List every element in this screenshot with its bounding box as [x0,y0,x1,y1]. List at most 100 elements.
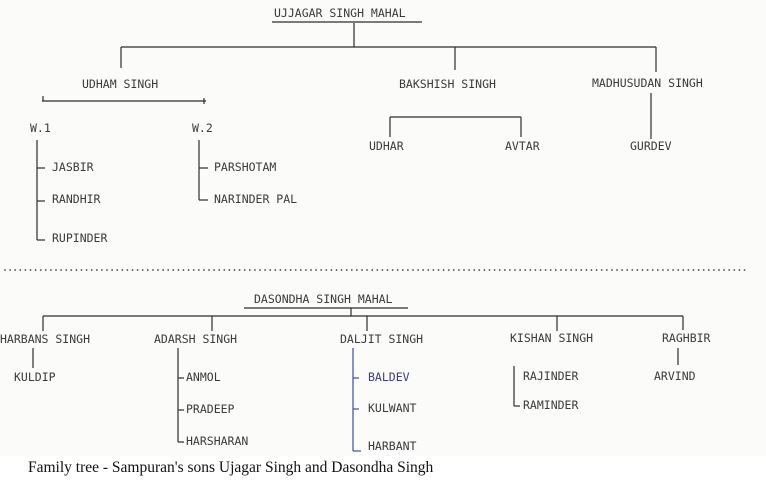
person-udhar: UDHAR [369,139,404,153]
separator-dot [305,269,307,271]
separator-dot [85,269,88,271]
separator-dot [345,269,348,271]
separator-dot [131,269,134,271]
person-harsharan: HARSHARAN [186,434,248,448]
separator-dot [162,269,165,271]
separator-dot [101,269,103,271]
separator-dot [560,269,562,271]
separator-dot [371,269,374,271]
separator-dot [600,269,603,271]
separator-dot [259,269,261,271]
separator-dot [208,269,210,271]
separator-dot [733,269,736,271]
separator-dot [595,269,598,271]
separator-dot [141,269,144,271]
separator-dot [65,269,68,271]
dotted-separator [4,269,746,271]
separator-dot [412,269,414,271]
separator-dot [197,269,200,271]
separator-dot [478,269,481,271]
separator-dot [646,269,649,271]
separator-dot [50,269,52,271]
separator-dot [95,269,98,271]
separator-dot [442,269,445,271]
separator-dot [152,269,154,271]
person-rajinder: RAJINDER [523,369,578,383]
person-bakshish: BAKSHISH SINGH [399,77,496,91]
separator-dot [452,269,455,271]
separator-dot [218,269,221,271]
person-udham: UDHAM SINGH [82,77,158,91]
separator-dot [422,269,425,271]
separator-dot [396,269,399,271]
separator-dot [172,269,175,271]
separator-dot [294,269,297,271]
separator-dot [432,269,435,271]
separator-dot [417,269,419,271]
separator-dot [697,269,700,271]
separator-dot [203,269,205,271]
separator-dot [279,269,282,271]
separator-dot [228,269,231,271]
person-harbant: HARBANT [368,439,417,453]
separator-dot [289,269,292,271]
separator-dot [29,269,32,271]
separator-dot [187,269,190,271]
separator-dot [662,269,664,271]
separator-dot [585,269,588,271]
person-gurdev: GURDEV [630,139,672,153]
separator-dot [182,269,185,271]
person-kuldip: KULDIP [14,370,56,384]
separator-dot [682,269,685,271]
separator-dot [248,269,251,271]
separator-dot [299,269,302,271]
separator-dot [473,269,476,271]
separator-dot [330,269,333,271]
separator-dot [192,269,195,271]
separator-dot [325,269,328,271]
person-arvind: ARVIND [654,369,696,383]
separator-dot [656,269,659,271]
separator-dot [590,269,593,271]
person-raghbir: RAGHBIR [662,331,711,345]
separator-dot [320,269,323,271]
separator-dot [213,269,216,271]
separator-dot [70,269,73,271]
separator-dot [621,269,623,271]
separator-dot [126,269,129,271]
separator-dot [437,269,440,271]
separator-dot [223,269,226,271]
separator-dot [580,269,583,271]
family-tree-diagram: UJJAGAR SINGH MAHAL UDHAM SINGH BAKSHISH… [0,6,746,453]
person-rupinder: RUPINDER [52,231,107,245]
separator-dot [519,269,521,271]
separator-dot [9,269,12,271]
separator-dot [274,269,277,271]
person-avtar: AVTAR [505,139,540,153]
separator-dot [458,269,460,271]
separator-dot [376,269,379,271]
separator-dot [565,269,567,271]
separator-dot [539,269,542,271]
separator-dot [483,269,486,271]
separator-dot [75,269,78,271]
person-kishan: KISHAN SINGH [510,331,593,345]
separator-dot [167,269,170,271]
separator-dot [55,269,57,271]
separator-dot [177,269,180,271]
separator-dot [335,269,338,271]
separator-dot [146,269,149,271]
separator-dot [90,269,93,271]
separator-dot [534,269,537,271]
separator-dot [463,269,465,271]
separator-dot [702,269,705,271]
separator-dot [386,269,389,271]
separator-dot [136,269,139,271]
separator-dot [4,269,6,271]
person-randhir: RANDHIR [52,192,101,206]
separator-dot [468,269,470,271]
separator-dot [718,269,720,271]
separator-dot [503,269,506,271]
separator-dot [401,269,404,271]
